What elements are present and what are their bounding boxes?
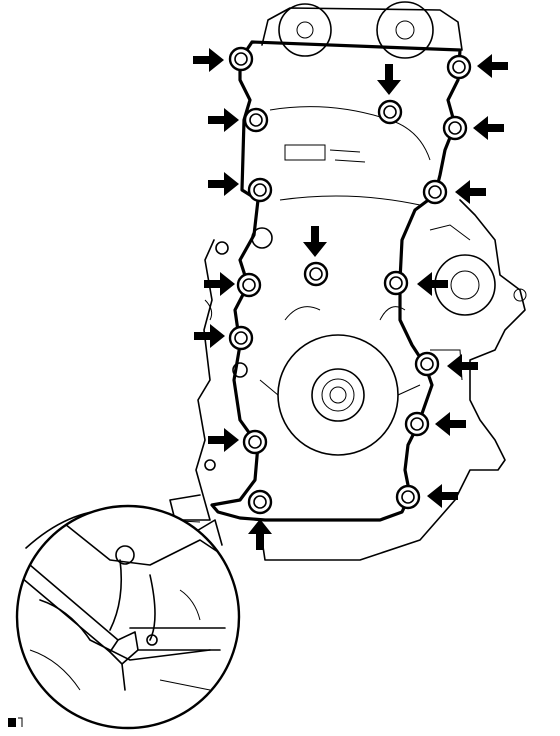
bolt-9 xyxy=(236,272,262,298)
bolt-11 xyxy=(228,325,254,351)
arrow-left-1 xyxy=(477,54,508,78)
bolt-14 xyxy=(242,429,268,455)
bolt-4 xyxy=(243,107,269,133)
bolt-15 xyxy=(395,484,421,510)
timing-cover-outline xyxy=(210,40,462,522)
bolt-7 xyxy=(422,179,448,205)
bolt-10 xyxy=(383,270,409,296)
arrow-down-2 xyxy=(303,226,327,257)
indicator-arrows xyxy=(193,48,508,550)
arrow-left-2 xyxy=(473,116,504,140)
bolt-3 xyxy=(377,99,403,125)
arrow-right-2 xyxy=(208,108,239,132)
arrow-left-4 xyxy=(417,272,448,296)
cover-bolts xyxy=(228,46,472,515)
bolt-16 xyxy=(247,489,273,515)
engine-block-outline xyxy=(169,1,527,561)
arrow-down-1 xyxy=(377,64,401,95)
arrow-left-5 xyxy=(447,354,478,378)
arrow-up-1 xyxy=(248,519,272,550)
detail-inset xyxy=(15,504,241,730)
arrow-right-5 xyxy=(194,324,225,348)
arrow-left-3 xyxy=(455,180,486,204)
bolt-5 xyxy=(442,115,468,141)
bolt-6 xyxy=(247,177,273,203)
bolt-1 xyxy=(228,46,254,72)
arrow-left-6 xyxy=(435,412,466,436)
arrow-right-4 xyxy=(204,272,235,296)
arrow-left-7 xyxy=(427,484,458,508)
arrow-right-6 xyxy=(208,428,239,452)
bolt-13 xyxy=(404,411,430,437)
bolt-12 xyxy=(414,351,440,377)
bolt-2 xyxy=(446,54,472,80)
illustration-code-icon xyxy=(8,717,23,727)
bolt-8 xyxy=(303,261,329,287)
arrow-right-1 xyxy=(193,48,224,72)
arrow-right-3 xyxy=(208,172,239,196)
